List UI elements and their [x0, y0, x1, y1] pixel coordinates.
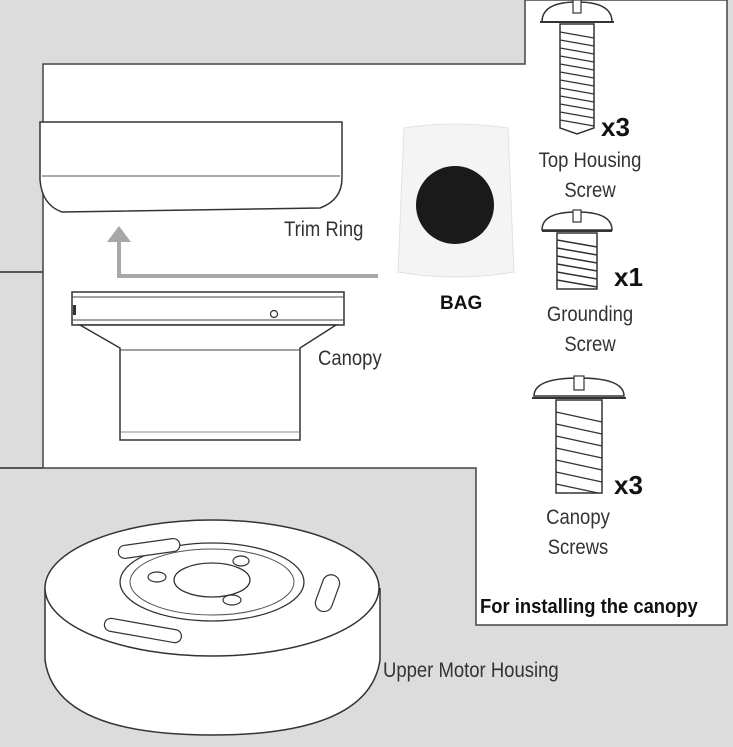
upper-motor-housing-illustration	[44, 519, 381, 736]
grounding-screw-label-line1: Grounding	[546, 303, 634, 326]
grounding-screw-label-line2: Screw	[564, 333, 616, 356]
trim-ring-illustration	[39, 121, 343, 213]
bag-label: BAG	[440, 293, 483, 314]
grounding-screw-icon	[541, 209, 613, 290]
canopy-screw-icon	[532, 375, 626, 494]
canopy-screws-label-line2: Screws	[547, 536, 609, 559]
trim-ring-label: Trim Ring	[284, 218, 364, 241]
hardware-bag	[397, 123, 515, 278]
canopy-screws-quantity: x3	[614, 470, 643, 500]
canopy-illustration	[71, 291, 345, 441]
caption-for-installing-canopy: For installing the canopy	[480, 596, 698, 618]
assembly-arrow	[107, 226, 378, 278]
top-housing-screw-label-line1: Top Housing	[538, 149, 642, 172]
canopy-label: Canopy	[318, 347, 382, 370]
top-housing-screw-quantity: x3	[601, 112, 630, 142]
top-housing-screw-icon	[540, 0, 614, 135]
upper-motor-housing-label: Upper Motor Housing	[383, 659, 559, 682]
top-housing-screw-label-line2: Screw	[564, 179, 616, 202]
canopy-screws-label-line1: Canopy	[546, 506, 610, 529]
grounding-screw-quantity: x1	[614, 262, 643, 292]
